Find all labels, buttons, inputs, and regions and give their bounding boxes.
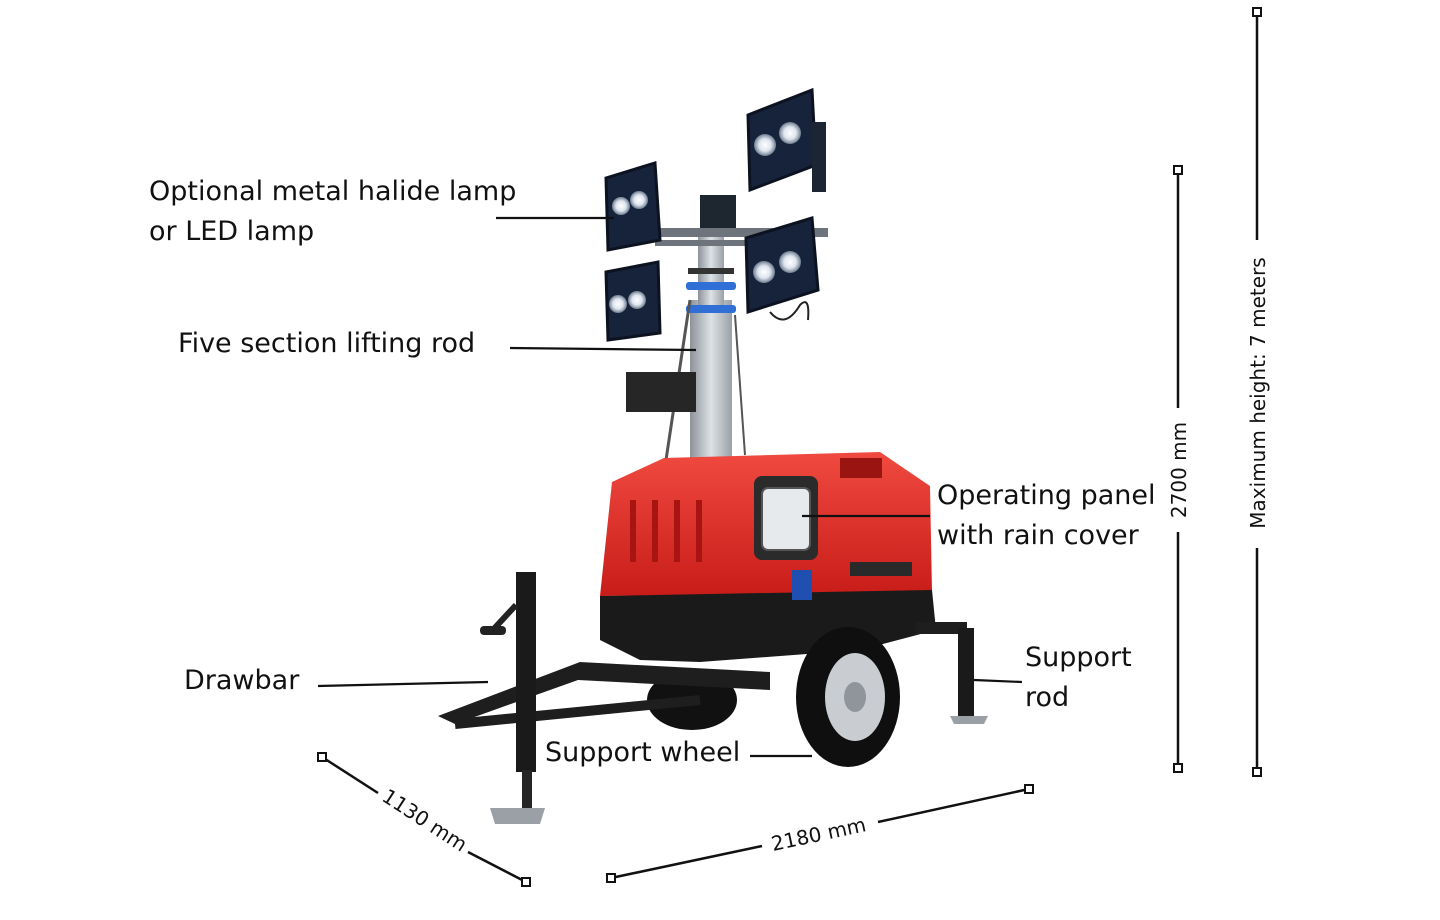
max-height-dimension-label: Maximum height: 7 meters <box>1246 257 1270 528</box>
lifting-mast <box>618 195 828 465</box>
callout-lamp-line2: or LED lamp <box>149 216 315 247</box>
callout-panel-line2: with rain cover <box>937 520 1139 551</box>
callout-lamp-line1: Optional metal halide lamp <box>149 176 517 207</box>
dimension-max-height: Maximum height: 7 meters <box>1246 7 1270 777</box>
callout-support-rod: Support rod <box>1025 638 1132 718</box>
drawbar-leader-line <box>317 680 489 688</box>
support-rod-leader-line <box>973 678 1023 684</box>
callout-panel-line1: Operating panel <box>937 480 1156 511</box>
callout-drawbar: Drawbar <box>184 661 299 701</box>
light-tower-illustration <box>438 87 988 824</box>
callout-support-rod-line1: Support <box>1025 642 1132 673</box>
callout-support-rod-line2: rod <box>1025 682 1070 713</box>
lamp-bottom-left <box>604 260 662 342</box>
height-dimension-label: 2700 mm <box>1167 422 1191 518</box>
length-dimension-label: 2180 mm <box>769 812 868 855</box>
callout-operating-panel: Operating panel with rain cover <box>937 476 1155 556</box>
width-dimension-label: 1130 mm <box>378 784 472 857</box>
callout-lifting-rod: Five section lifting rod <box>178 324 475 364</box>
dimension-length: 2180 mm <box>606 784 1034 883</box>
lamp-bottom-right <box>744 216 820 321</box>
support-wheel <box>796 627 900 767</box>
callout-support-wheel-label: Support wheel <box>545 737 741 768</box>
lamp-top-right <box>746 87 826 193</box>
trailer-frame <box>438 572 988 824</box>
generator-housing <box>600 452 936 662</box>
lamp-top-left <box>604 161 662 252</box>
rod-leader-line <box>509 346 697 352</box>
dimension-height: 2700 mm <box>1167 165 1191 773</box>
callout-drawbar-label: Drawbar <box>184 665 300 696</box>
callout-lifting-rod-label: Five section lifting rod <box>178 328 476 359</box>
callout-lamp: Optional metal halide lamp or LED lamp <box>149 172 516 252</box>
callout-support-wheel: Support wheel <box>545 733 740 773</box>
